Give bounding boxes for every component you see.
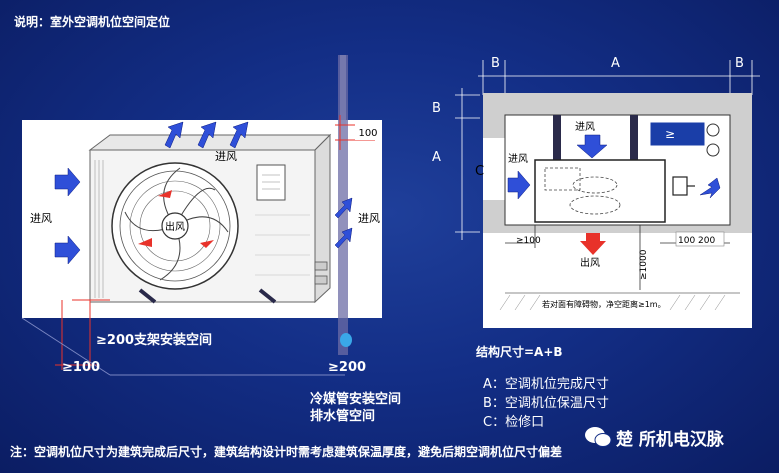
left-wall-bottom — [483, 200, 505, 233]
dim-A-top: A — [611, 56, 620, 71]
bracket-space-label: ≥200支架安装空间 — [96, 333, 213, 348]
dim-B-side: B — [432, 101, 441, 116]
page-title: 说明：室外空调机位空间定位 — [14, 15, 171, 29]
right-blue-arrows — [507, 134, 721, 200]
unit-top-view — [534, 159, 666, 223]
top-dimension-lines — [455, 60, 760, 240]
dim-100-200-box — [675, 231, 725, 247]
refrigerant-pipe — [338, 55, 348, 355]
top-right-dim-box — [355, 124, 381, 140]
floor-outline — [21, 317, 345, 376]
dim-100-200: 100 200 — [678, 236, 715, 246]
legend-c: C：检修口 — [483, 415, 545, 430]
blue-inlet-arrows — [54, 121, 353, 265]
left-wall-top — [483, 93, 505, 138]
drain-drop — [340, 333, 352, 347]
bottom-left-dim: ≥100 — [62, 360, 101, 375]
dim-100-left: ≥100 — [516, 236, 541, 246]
footnote: 注：空调机位尺寸为建筑完成后尺寸，建筑结构设计时需考虑建筑保温厚度，避免后期空调… — [10, 445, 563, 459]
side-label-panel — [256, 164, 286, 201]
drain-pipe-label: 排水管空间 — [310, 409, 376, 424]
right-red-arrow — [580, 233, 606, 255]
left-post — [553, 115, 561, 162]
right-post — [630, 115, 638, 162]
dim-C-side: C — [475, 164, 484, 179]
right-inlet-top-label: 进风 — [575, 121, 595, 133]
top-wall — [483, 93, 752, 115]
dim-1000: ≥1000 — [639, 249, 649, 280]
knob-top — [706, 123, 720, 137]
dim-B-top-right: B — [735, 56, 744, 71]
dim-B-top-left: B — [491, 56, 500, 71]
inlet-left-label: 进风 — [30, 212, 52, 225]
right-inlet-left-label: 进风 — [508, 153, 528, 165]
red-outlet-arrows — [138, 190, 214, 248]
bottom-slab — [483, 225, 752, 233]
top-right-dim: 100 — [358, 128, 377, 139]
wechat-icon — [585, 427, 612, 447]
bottom-right-dim: ≥200 — [328, 360, 367, 375]
refrigerant-pipe-label: 冷媒管安装空间 — [310, 392, 402, 407]
legend-b: B：空调机位保温尺寸 — [483, 396, 609, 411]
dim-A-side: A — [432, 150, 441, 165]
control-display-text: ≥ — [665, 127, 675, 141]
right-outlet-label: 出风 — [580, 256, 600, 269]
obstacle-note: 若对面有障碍物，净空距离≥1m。 — [542, 299, 666, 309]
structure-size-label: 结构尺寸=A+B — [476, 345, 563, 359]
knob-bottom — [706, 143, 720, 157]
valve-icon — [672, 176, 688, 196]
inlet-right-label: 进风 — [358, 212, 380, 225]
inlet-top-label: 进风 — [215, 150, 237, 163]
right-wall — [730, 93, 752, 233]
watermark-text: 楚 所机电汉脉 — [616, 430, 724, 450]
outdoor-ac-unit: 出风 — [88, 133, 332, 304]
support-brackets — [138, 288, 277, 304]
control-display — [649, 121, 706, 147]
pipe-top — [340, 55, 346, 125]
legend-a: A：空调机位完成尺寸 — [483, 377, 609, 392]
outlet-center-label: 出风 — [165, 220, 185, 233]
